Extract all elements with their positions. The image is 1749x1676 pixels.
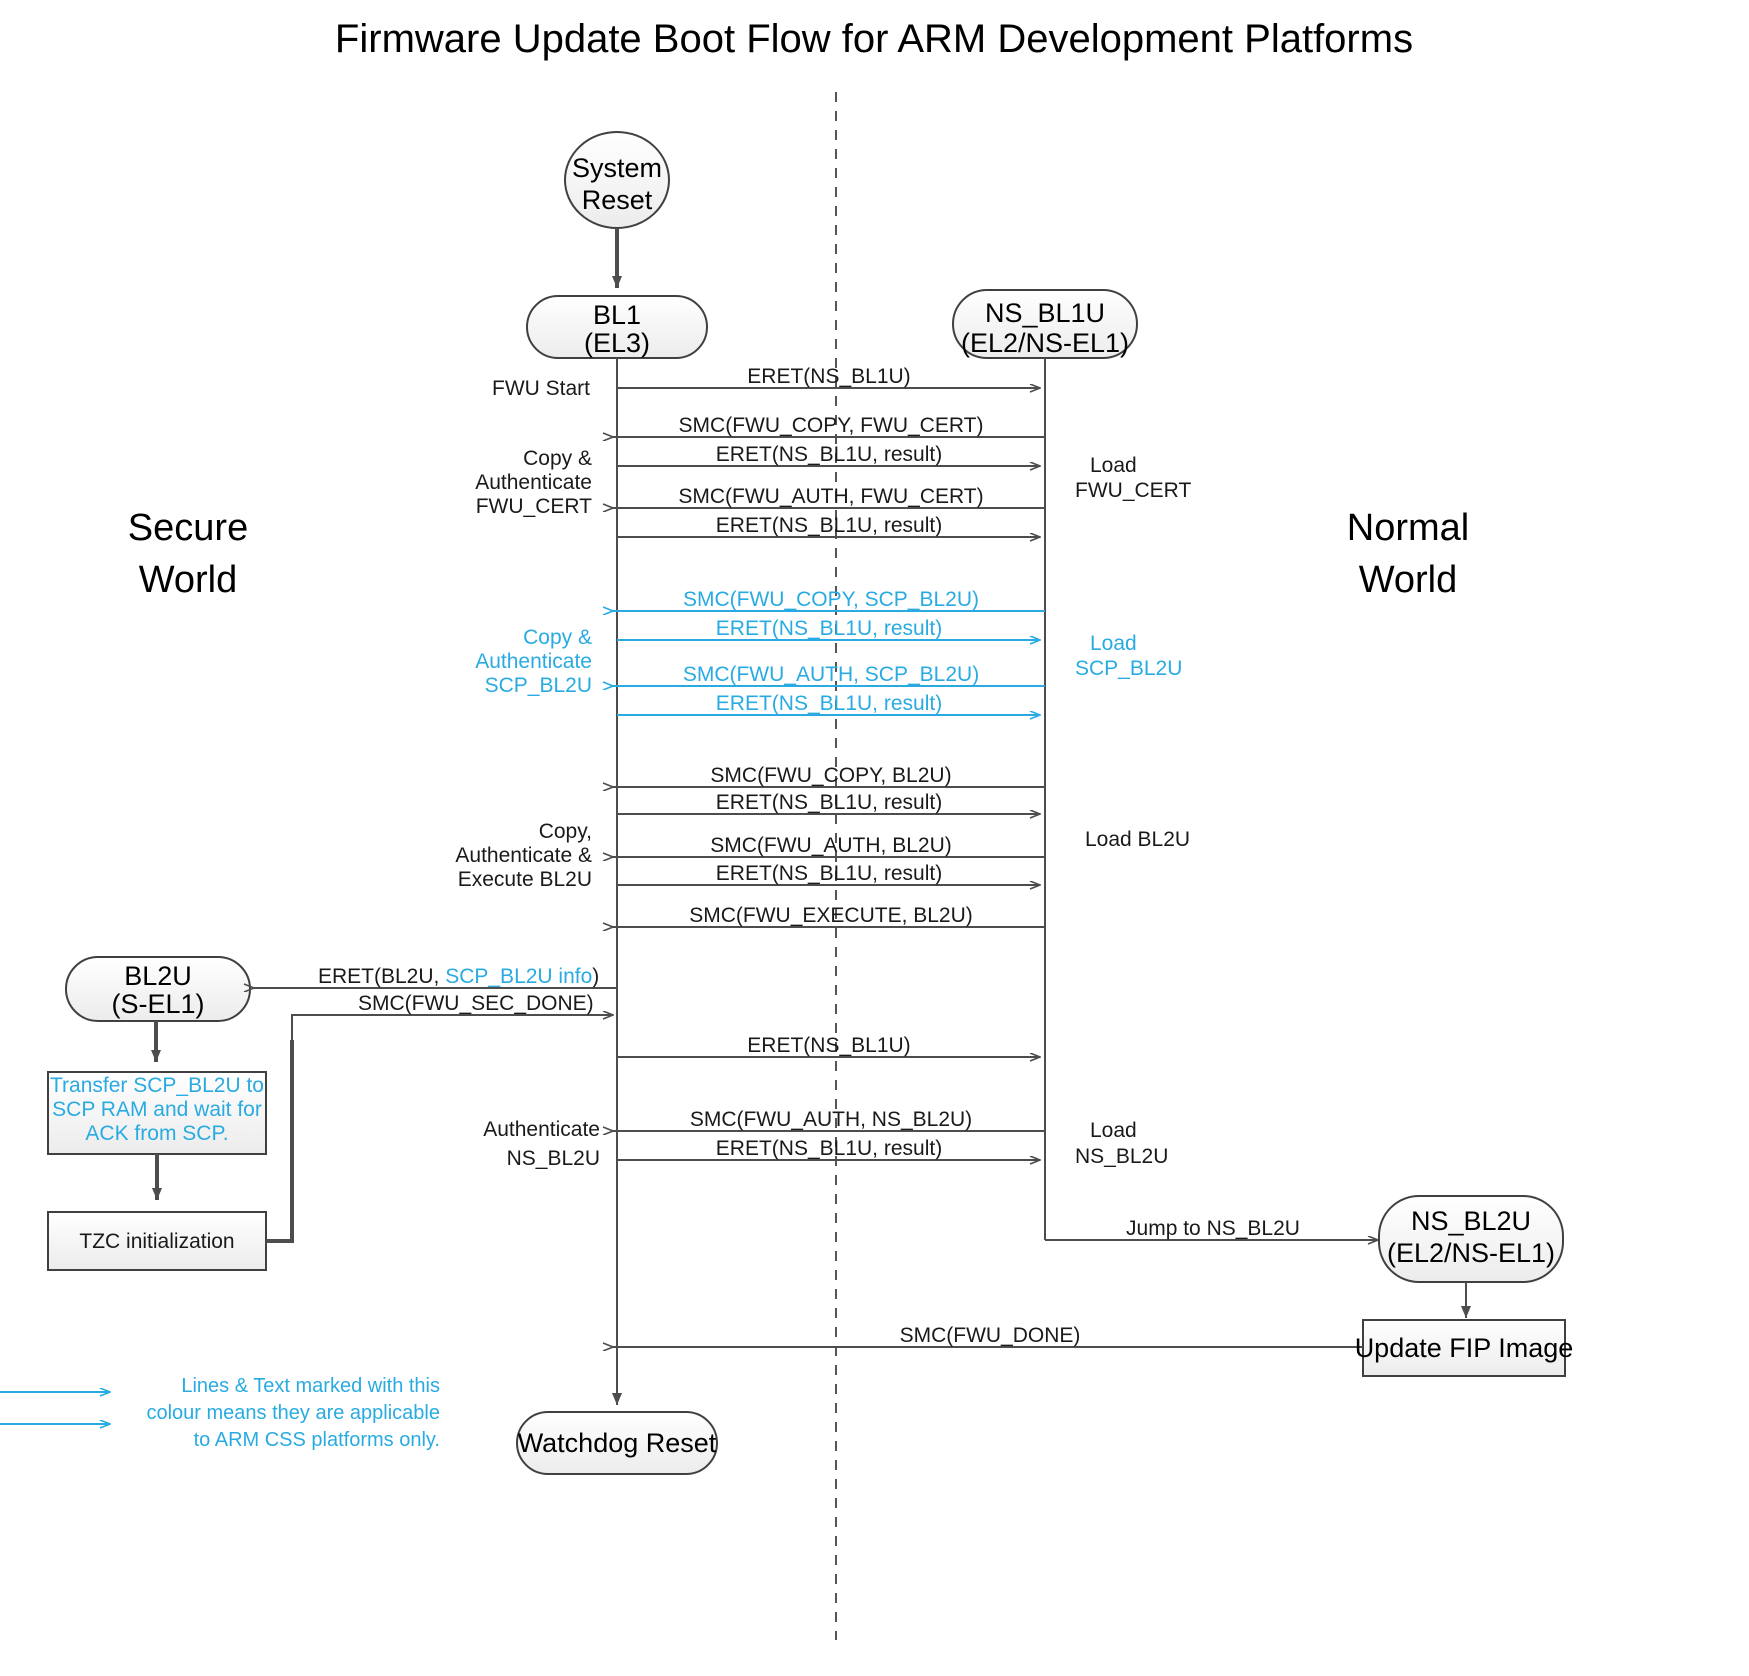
left-label-copy-auth-cert-l2: Authenticate bbox=[475, 471, 592, 494]
node-watchdog-reset-label: Watchdog Reset bbox=[518, 1428, 717, 1458]
node-ns-bl2u[interactable] bbox=[1378, 1195, 1564, 1283]
box-update-fip-label: Update FIP Image bbox=[1355, 1333, 1574, 1363]
msg-label-smc-sec-done: SMC(FWU_SEC_DONE) bbox=[358, 992, 594, 1015]
left-label-copy-auth-scp-l2: Authenticate bbox=[475, 650, 592, 673]
right-label-load-scp-bl2u-l2: SCP_BL2U bbox=[1075, 657, 1182, 680]
left-label-copy-auth-scp-l1: Copy & bbox=[523, 626, 592, 649]
msg-label-m16: SMC(FWU_AUTH, NS_BL2U) bbox=[690, 1108, 972, 1131]
msg-label-m17: ERET(NS_BL1U, result) bbox=[716, 1137, 942, 1160]
msg-label-m18: SMC(FWU_DONE) bbox=[900, 1324, 1081, 1347]
msg-label-jump-ns-bl2u: Jump to NS_BL2U bbox=[1126, 1217, 1300, 1240]
left-label-auth-ns-bl2u-l2: NS_BL2U bbox=[507, 1147, 600, 1170]
right-label-load-fwu-cert-l2: FWU_CERT bbox=[1075, 479, 1191, 502]
box-tzc-init-label: TZC initialization bbox=[79, 1230, 234, 1253]
node-bl1-line1: BL1 bbox=[593, 300, 641, 330]
node-ns-bl1u-line2: (EL2/NS-EL1) bbox=[961, 328, 1129, 358]
box-update-fip-image[interactable] bbox=[1362, 1319, 1566, 1377]
right-label-load-ns-bl2u-l2: NS_BL2U bbox=[1075, 1145, 1168, 1168]
msg-label-m11: ERET(NS_BL1U, result) bbox=[716, 791, 942, 814]
secure-world-label-line2: World bbox=[139, 559, 238, 601]
legend-line1: Lines & Text marked with this bbox=[181, 1375, 440, 1397]
msg-label-m3: ERET(NS_BL1U, result) bbox=[716, 443, 942, 466]
normal-world-label-line1: Normal bbox=[1347, 507, 1469, 549]
msg-label-m13: ERET(NS_BL1U, result) bbox=[716, 862, 942, 885]
msg-label-m12: SMC(FWU_AUTH, BL2U) bbox=[710, 834, 952, 857]
msg-label-m1: ERET(NS_BL1U) bbox=[747, 365, 910, 388]
node-ns-bl2u-line1: NS_BL2U bbox=[1411, 1206, 1531, 1236]
msg-label-m14: SMC(FWU_EXECUTE, BL2U) bbox=[689, 904, 973, 927]
left-label-copy-auth-exec-l2: Authenticate & bbox=[455, 844, 592, 867]
legend-line2: colour means they are applicable bbox=[146, 1402, 440, 1424]
left-label-copy-auth-cert-l3: FWU_CERT bbox=[476, 495, 592, 518]
msg-label-m4: SMC(FWU_AUTH, FWU_CERT) bbox=[678, 485, 983, 508]
box-transfer-scp-line3: ACK from SCP. bbox=[85, 1122, 228, 1145]
left-label-copy-auth-exec-l1: Copy, bbox=[539, 820, 592, 843]
box-transfer-scp-line2: SCP RAM and wait for bbox=[52, 1098, 262, 1121]
msg-line-smc-sec-done bbox=[291, 1015, 613, 1040]
normal-world-label-line2: World bbox=[1359, 559, 1458, 601]
node-ns-bl1u-line1: NS_BL1U bbox=[985, 298, 1105, 328]
left-label-copy-auth-exec-l3: Execute BL2U bbox=[458, 868, 592, 891]
msg-label-m5: ERET(NS_BL1U, result) bbox=[716, 514, 942, 537]
box-tzc-initialization[interactable] bbox=[47, 1211, 267, 1271]
node-watchdog-reset[interactable] bbox=[516, 1411, 718, 1475]
left-label-auth-ns-bl2u-l1: Authenticate bbox=[483, 1118, 600, 1141]
msg-label-m2: SMC(FWU_COPY, FWU_CERT) bbox=[679, 414, 984, 437]
left-label-fwu-start: FWU Start bbox=[492, 377, 590, 400]
node-ns-bl2u-line2: (EL2/NS-EL1) bbox=[1387, 1238, 1555, 1268]
right-label-load-bl2u: Load BL2U bbox=[1085, 828, 1190, 851]
legend-line3: to ARM CSS platforms only. bbox=[194, 1429, 440, 1451]
node-bl2u-line1: BL2U bbox=[124, 961, 192, 991]
left-label-copy-auth-cert-l1: Copy & bbox=[523, 447, 592, 470]
msg-label-m10: SMC(FWU_COPY, BL2U) bbox=[710, 764, 951, 787]
msg-label-m9: ERET(NS_BL1U, result) bbox=[716, 692, 942, 715]
left-label-copy-auth-scp-l3: SCP_BL2U bbox=[485, 674, 592, 697]
right-label-load-ns-bl2u-l1: Load bbox=[1090, 1119, 1137, 1142]
page-title: Firmware Update Boot Flow for ARM Develo… bbox=[335, 17, 1413, 61]
msg-label-eret-bl2u: ERET(BL2U, SCP_BL2U info) bbox=[318, 965, 599, 988]
right-label-load-scp-bl2u-l1: Load bbox=[1090, 632, 1137, 655]
msg-label-m7: ERET(NS_BL1U, result) bbox=[716, 617, 942, 640]
msg-label-m8: SMC(FWU_AUTH, SCP_BL2U) bbox=[683, 663, 979, 686]
secure-world-label-line1: Secure bbox=[128, 507, 248, 549]
connector-tzc-to-smc-sec-done bbox=[266, 1040, 294, 1243]
node-system-reset-line2: Reset bbox=[582, 185, 653, 215]
msg-label-m6: SMC(FWU_COPY, SCP_BL2U) bbox=[683, 588, 979, 611]
node-bl2u-line2: (S-EL1) bbox=[111, 989, 204, 1019]
box-transfer-scp-bl2u[interactable] bbox=[47, 1071, 267, 1155]
right-label-load-fwu-cert-l1: Load bbox=[1090, 454, 1137, 477]
node-system-reset-line1: System bbox=[572, 153, 662, 183]
msg-label-m15: ERET(NS_BL1U) bbox=[747, 1034, 910, 1057]
box-transfer-scp-line1: Transfer SCP_BL2U to bbox=[50, 1074, 264, 1097]
node-bl1-line2: (EL3) bbox=[584, 328, 650, 358]
